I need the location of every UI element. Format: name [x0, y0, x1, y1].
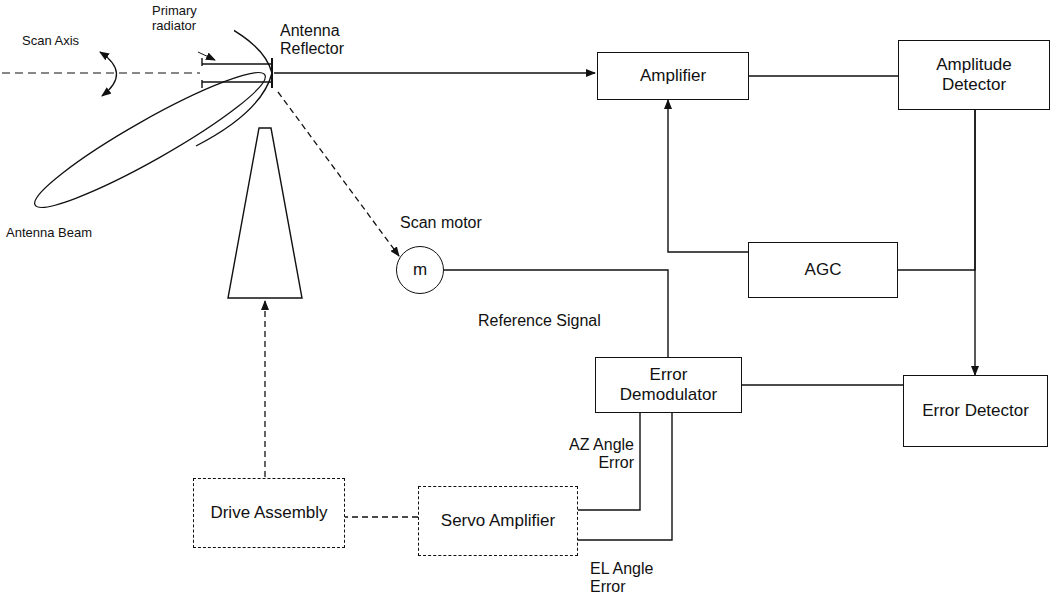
box-label: Servo Amplifier	[441, 511, 555, 531]
signal-line	[578, 413, 672, 540]
box-label: Amplitude Detector	[907, 55, 1041, 96]
part-label: Antenna Reflector	[278, 22, 372, 59]
box-label: Amplifier	[640, 66, 706, 86]
signal-label: AZ Angle Error	[548, 436, 636, 473]
signal-label: EL Angle Error	[588, 560, 676, 597]
signal-line	[444, 270, 668, 357]
signal-line	[749, 75, 898, 76]
signal-line	[974, 110, 975, 375]
detector-box: Error Detector	[903, 375, 1048, 447]
agc-box: AGC	[748, 242, 898, 298]
axis-label: Scan Axis	[20, 34, 104, 49]
part-label: Scan motor	[398, 214, 502, 232]
signal-label: Reference Signal	[476, 312, 630, 330]
signal-line	[668, 100, 748, 252]
part-label: Antenna Beam	[4, 226, 118, 241]
part-label: Primary radiator	[150, 4, 234, 34]
signal-line	[898, 110, 975, 270]
drive-box: Drive Assembly	[193, 478, 345, 548]
box-label: m	[413, 260, 427, 280]
demodulator-box: Error Demodulator	[595, 357, 742, 413]
detector-box: Amplitude Detector	[898, 40, 1050, 110]
motor-circle: m	[396, 246, 444, 294]
box-label: Error Demodulator	[604, 365, 733, 406]
servo-box: Servo Amplifier	[418, 486, 578, 556]
amplifier-box: Amplifier	[597, 52, 749, 100]
signal-line	[742, 384, 903, 385]
box-label: Drive Assembly	[210, 503, 327, 523]
signal-line	[345, 516, 418, 517]
box-label: AGC	[805, 260, 842, 280]
box-label: Error Detector	[922, 401, 1029, 421]
